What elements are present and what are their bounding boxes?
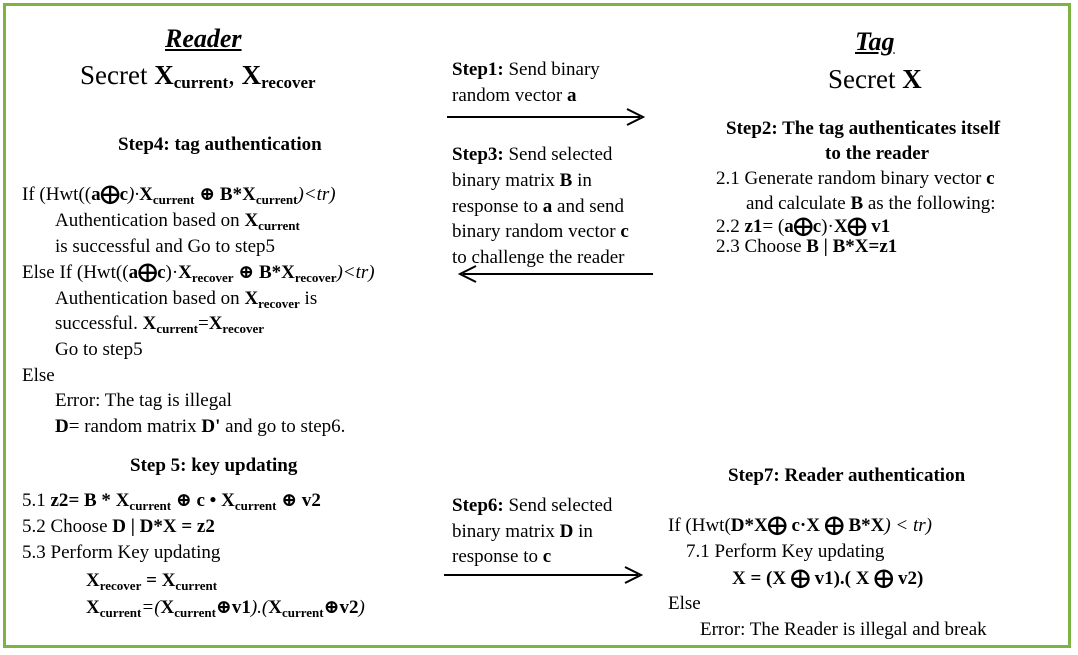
step5-line4: Xrecover = Xcurrent [86,570,218,593]
step7-else: Else [668,593,701,614]
step4-auth2-line2: successful. Xcurrent=Xrecover [55,313,265,336]
step5-line1: 5.1 z2= B * Xcurrent ⊕ c • Xcurrent ⊕ v2 [22,490,321,513]
step4-goto: Go to step5 [55,339,143,360]
step6-line1: Step6: Send selected [452,495,613,516]
reader-secret: Secret Xcurrent, Xrecover [80,60,316,92]
step3-line2: binary matrix B in [452,170,592,191]
step4-error: Error: The tag is illegal [55,390,232,411]
step3-line5: to challenge the reader [452,247,625,268]
tag-title: Tag [855,27,895,56]
step2-title-line1: Step2: The tag authenticates itself [726,118,1001,139]
step4-else: Else [22,365,55,386]
step7-key-update: X = (X ⨁ v1).( X ⨁ v2) [732,568,924,589]
step6-line3: response to c [452,546,552,567]
step1-line1: Step1: Send binary [452,59,600,80]
step4-auth2-line1: Authentication based on Xrecover is [55,288,318,311]
diagram-frame [3,3,1071,648]
step2-title-line2: to the reader [825,143,930,164]
arrow-step1 [447,108,646,126]
step3-line4: binary random vector c [452,221,629,242]
step7-line2: 7.1 Perform Key updating [686,541,885,562]
step5-line2: 5.2 Choose D | D*X = z2 [22,516,215,537]
step6-line2: binary matrix D in [452,521,593,542]
step2-line1: 2.1 Generate random binary vector c [716,168,995,189]
reader-title: Reader [165,24,242,53]
step5-line5: Xcurrent=(Xcurrent⊕v1).(Xcurrent⊕v2) [86,597,365,620]
step3-line3: response to a and send [452,196,625,217]
step7-title: Step7: Reader authentication [728,465,966,486]
step7-if-condition: If (Hwt(D*X⨁ c·X ⨁ B*X) < tr) [668,515,933,536]
arrow-step3 [457,265,653,283]
step4-auth1-line1: Authentication based on Xcurrent [55,210,300,233]
step5-line3: 5.3 Perform Key updating [22,542,221,563]
step3-line1: Step3: Send selected [452,144,613,165]
step4-elseif-condition: Else If (Hwt((a⨁c)·Xrecover ⊕ B*Xrecover… [22,262,375,285]
step4-if-condition: If (Hwt((a⨁c)·Xcurrent ⊕ B*Xcurrent)<tr) [22,184,336,207]
step2-line4: 2.3 Choose B | B*X=z1 [716,236,898,257]
tag-secret: Secret X [828,64,922,94]
step1-line2: random vector a [452,85,577,106]
step4-d-line: D= random matrix D' and go to step6. [55,416,346,437]
step4-auth1-line2: is successful and Go to step5 [55,236,276,257]
step7-error: Error: The Reader is illegal and break [700,619,987,640]
step2-line2: and calculate B as the following: [746,193,996,214]
step4-title: Step4: tag authentication [118,134,322,155]
step2-line3: 2.2 z1= (a⨁c)·X⨁ v1 [716,216,891,237]
step5-title: Step 5: key updating [130,455,298,476]
arrow-step6 [444,566,644,584]
